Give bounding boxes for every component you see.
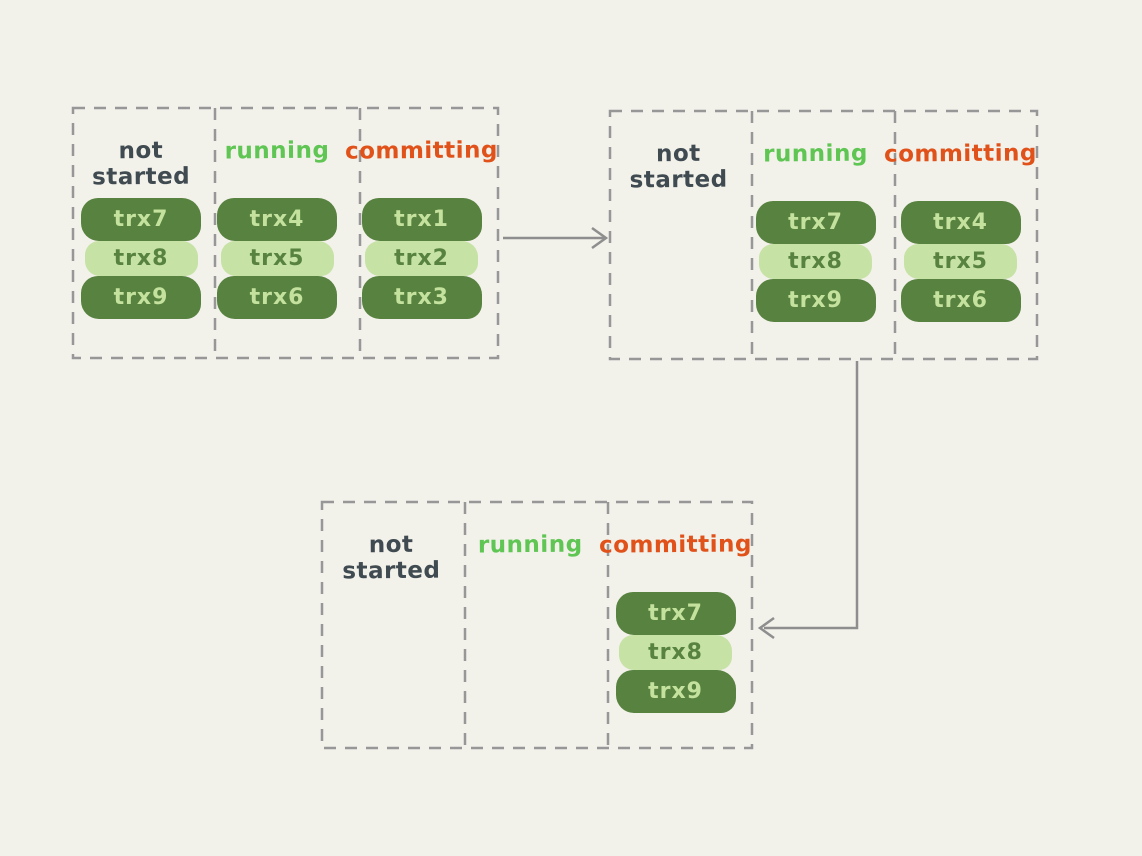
panel2-column-not-started: not started <box>610 111 747 359</box>
trx-box: trx2 <box>365 241 479 276</box>
panel3-column-running: running <box>461 502 600 748</box>
trx-box: trx8 <box>84 241 198 276</box>
panel1-column-running: running trx4 trx5 trx6 <box>209 108 345 358</box>
panel2-running-stack: trx7 trx8 trx9 <box>755 201 876 322</box>
panel1-column-not-started: not started trx7 trx8 trx9 <box>73 108 209 358</box>
trx-box: trx4 <box>217 198 338 241</box>
trx-box: trx7 <box>615 592 736 635</box>
trx-box: trx8 <box>759 244 873 279</box>
panel-1-border <box>71 106 500 360</box>
trx-box: trx5 <box>904 244 1018 279</box>
trx-box: trx9 <box>81 276 201 319</box>
trx-box: trx6 <box>900 279 1021 322</box>
panel3-column-not-started: not started <box>322 502 461 748</box>
panel3-column-committing: committing trx7 trx8 trx9 <box>599 502 752 748</box>
panel1-running-stack: trx4 trx5 trx6 <box>217 198 338 319</box>
column-header-committing: committing <box>598 531 753 559</box>
trx-box: trx6 <box>217 276 338 319</box>
panel3-committing-stack: trx7 trx8 trx9 <box>615 592 736 713</box>
column-header-committing: committing <box>883 140 1038 168</box>
panel-state-2: not started running trx7 trx8 trx9 commi… <box>610 111 1037 359</box>
arrow-state2-to-state3 <box>757 361 859 640</box>
panel1-not-started-stack: trx7 trx8 trx9 <box>81 198 201 319</box>
trx-box: trx5 <box>220 241 334 276</box>
column-header-running: running <box>477 531 583 559</box>
trx-box: trx8 <box>619 635 733 670</box>
column-header-committing: committing <box>344 137 499 165</box>
column-header-not-started: not started <box>91 137 191 191</box>
trx-box: trx4 <box>900 201 1021 244</box>
column-header-not-started: not started <box>629 140 728 194</box>
trx-box: trx7 <box>81 198 201 241</box>
panel2-column-committing: committing trx4 trx5 trx6 <box>884 111 1037 359</box>
trx-box: trx1 <box>361 198 482 241</box>
panel-3-border <box>320 500 754 750</box>
panel2-committing-stack: trx4 trx5 trx6 <box>900 201 1021 322</box>
panel-state-1: not started trx7 trx8 trx9 running trx4 … <box>73 108 498 358</box>
trx-box: trx9 <box>755 279 876 322</box>
column-header-not-started: not started <box>342 531 441 585</box>
panel2-column-running: running trx7 trx8 trx9 <box>747 111 884 359</box>
panel1-committing-stack: trx1 trx2 trx3 <box>361 198 482 319</box>
trx-box: trx9 <box>615 670 736 713</box>
column-header-running: running <box>224 137 330 165</box>
panel-2-border <box>608 109 1039 361</box>
trx-box: trx3 <box>361 276 482 319</box>
panel-state-3: not started running committing trx7 trx8… <box>322 502 752 748</box>
trx-box: trx7 <box>755 201 876 244</box>
column-header-running: running <box>763 140 868 168</box>
panel1-column-committing: committing trx1 trx2 trx3 <box>345 108 498 358</box>
arrow-state1-to-state2 <box>503 226 609 250</box>
